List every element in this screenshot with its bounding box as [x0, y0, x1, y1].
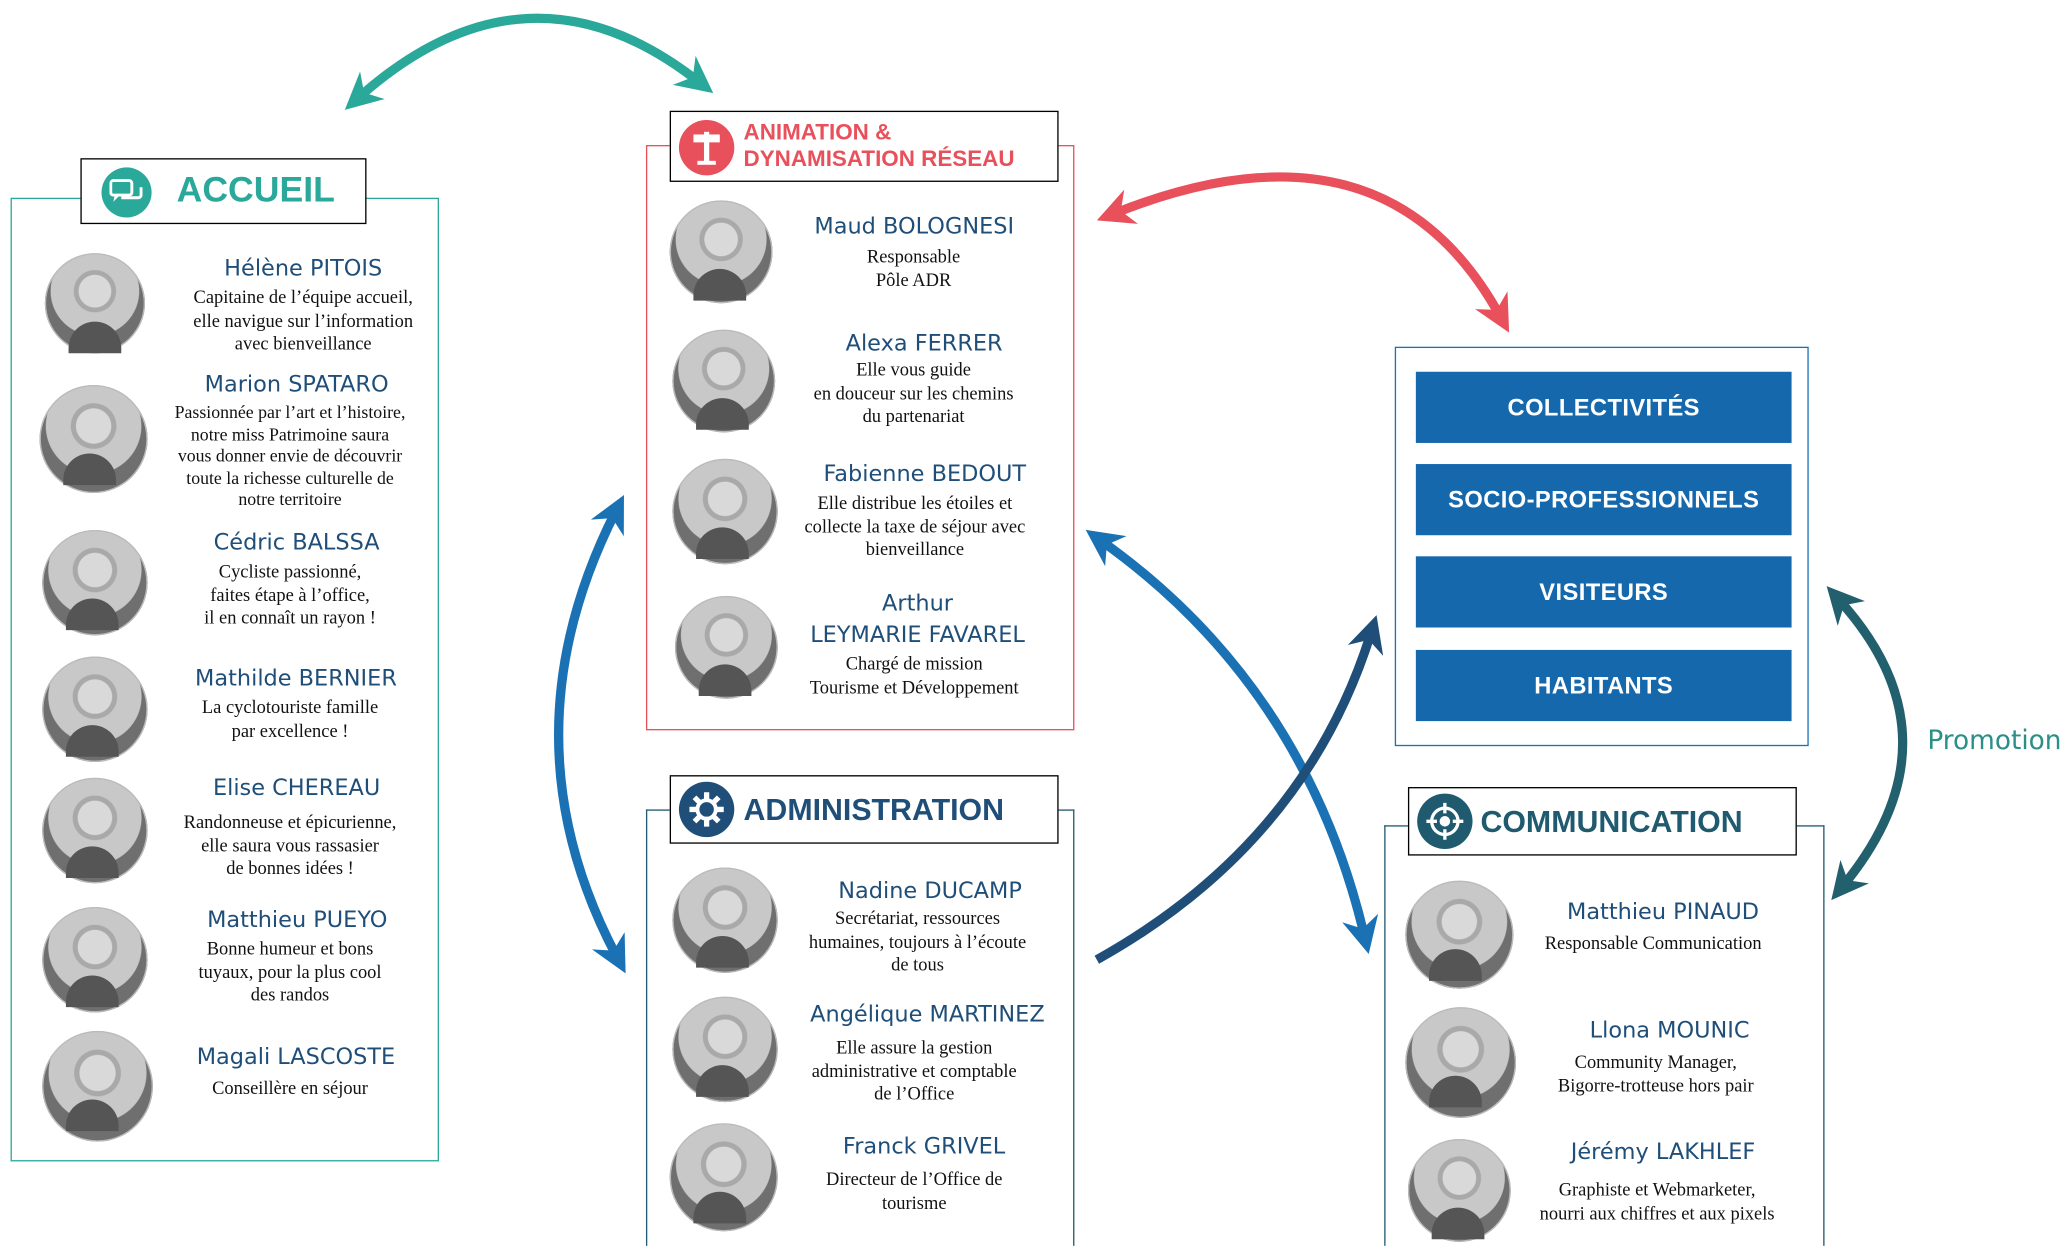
person-name: Franck GRIVEL — [842, 1133, 1006, 1161]
audience-collectivites: COLLECTIVITÉS — [1415, 371, 1792, 443]
avatar — [39, 384, 148, 494]
person-description: Cycliste passionné, faites étape à l’off… — [204, 562, 376, 629]
audience-habitants: HABITANTS — [1415, 649, 1792, 722]
avatar — [1405, 880, 1514, 989]
signpost-icon — [678, 119, 735, 176]
avatar — [1407, 1139, 1511, 1242]
avatar — [672, 329, 776, 433]
person-description: Randonneuse et épicurienne, elle saura v… — [183, 813, 397, 880]
person-name: Magali LASCOSTE — [196, 1044, 396, 1071]
person-description: Capitaine de l’équipe accueil, elle navi… — [193, 288, 414, 355]
avatar — [42, 777, 148, 884]
administration-header: ADMINISTRATION — [669, 775, 1059, 844]
promotion-label: Promotion — [1927, 723, 2062, 756]
communication-header: COMMUNICATION — [1407, 787, 1797, 856]
person-name: Angélique MARTINEZ — [810, 1001, 1045, 1029]
person-name: Fabienne BEDOUT — [823, 461, 1027, 488]
avatar — [1405, 1007, 1517, 1118]
avatar — [669, 1123, 778, 1232]
avatar — [672, 996, 778, 1103]
animation-title-line2: DYNAMISATION RÉSEAU — [743, 146, 1015, 172]
avatar — [42, 1030, 153, 1142]
person-description: Secrétariat, ressources humaines, toujou… — [808, 909, 1027, 976]
person-description: Graphiste et Webmarketer, nourri aux chi… — [1539, 1181, 1775, 1225]
person-description: Elle vous guide en douceur sur les chemi… — [813, 361, 1014, 428]
target-icon — [1417, 793, 1473, 849]
person-name: Mathilde BERNIER — [195, 665, 397, 693]
audience-socio-professionnels: SOCIO-PROFESSIONNELS — [1415, 464, 1792, 536]
person-description: Passionnée par l’art et l’histoire, notr… — [174, 402, 406, 509]
person-name: Cédric BALSSA — [213, 529, 380, 557]
avatar — [672, 458, 778, 565]
accueil-title: ACCUEIL — [176, 170, 335, 210]
administration-title: ADMINISTRATION — [743, 792, 1005, 827]
person-description: Elle distribue les étoiles et collecte l… — [804, 494, 1026, 561]
avatar — [669, 200, 773, 304]
arrow-accueil-animation — [344, 13, 714, 110]
avatar — [44, 253, 146, 354]
person-description: Community Manager, Bigorre-trotteuse hor… — [1557, 1053, 1754, 1097]
person-name: Maud BOLOGNESI — [814, 213, 1015, 240]
arrow-animation-administration — [554, 495, 626, 974]
person-name: Matthieu PUEYO — [207, 906, 388, 934]
person-description: Elle assure la gestion administrative et… — [811, 1038, 1017, 1105]
person-description: Directeur de l’Office de tourisme — [826, 1170, 1003, 1214]
person-name: Marion SPATARO — [204, 371, 389, 399]
person-name: Llona MOUNIC — [1589, 1017, 1750, 1045]
arrow-administration-audiences — [1094, 615, 1384, 964]
avatar — [42, 906, 148, 1013]
person-description: Bonne humeur et bons tuyaux, pour la plu… — [198, 939, 382, 1006]
avatar — [674, 595, 778, 699]
person-name: Matthieu PINAUD — [1566, 899, 1760, 926]
person-description: Responsable Pôle ADR — [866, 247, 961, 291]
person-name: Nadine DUCAMP — [838, 877, 1022, 905]
communication-title: COMMUNICATION — [1480, 804, 1743, 839]
person-description: Chargé de mission Tourisme et Développem… — [809, 655, 1019, 699]
person-description: Conseillère en séjour — [212, 1079, 368, 1100]
person-description: Responsable Communication — [1544, 934, 1762, 955]
audience-visiteurs: VISITEURS — [1415, 556, 1792, 628]
animation-title-line1: ANIMATION & — [743, 119, 892, 146]
chat-bubbles-icon — [101, 167, 152, 218]
arrow-promotion — [1826, 586, 1908, 901]
person-name: Hélène PITOIS — [224, 255, 383, 283]
person-name: Jérémy LAKHLEF — [1570, 1139, 1756, 1166]
gear-icon — [678, 781, 735, 838]
person-name: Alexa FERRER — [845, 330, 1003, 358]
animation-title: ANIMATION & DYNAMISATION RÉSEAU — [744, 120, 1015, 173]
arrow-animation-communication — [1085, 529, 1379, 954]
arrow-animation-audiences — [1096, 172, 1510, 333]
avatar — [42, 656, 148, 762]
person-name: Arthur LEYMARIE FAVAREL — [810, 590, 1025, 649]
accueil-header: ACCUEIL — [80, 158, 367, 225]
avatar — [672, 867, 778, 973]
person-name: Elise CHEREAU — [212, 775, 381, 802]
avatar — [42, 529, 148, 636]
person-description: La cyclotouriste famille par excellence … — [201, 698, 379, 742]
animation-header: ANIMATION & DYNAMISATION RÉSEAU — [669, 110, 1059, 182]
